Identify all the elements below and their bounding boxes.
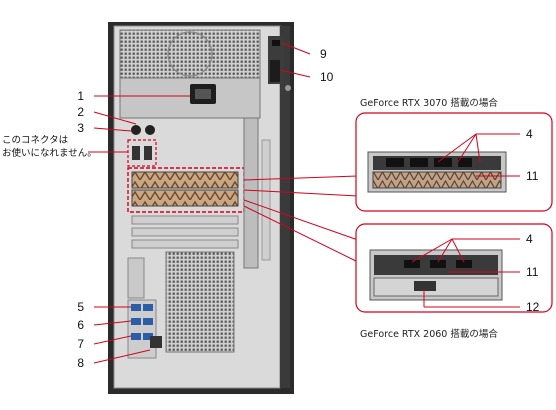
callout-7: 7 — [77, 337, 84, 351]
ac-power-inlet — [190, 84, 216, 104]
callout-10: 10 — [320, 70, 334, 84]
rtx3070-inset — [355, 112, 553, 212]
unusable-onboard-connectors — [127, 139, 157, 167]
callout-8: 8 — [77, 356, 84, 370]
security-slot-area — [268, 36, 291, 91]
callout-6: 6 — [77, 318, 84, 332]
callout-9: 9 — [320, 47, 327, 61]
leader-lines — [88, 42, 359, 364]
audio-jack-3 — [145, 125, 155, 135]
psu-fan-grille — [119, 29, 261, 79]
unusable-connector-note-line2: お使いになれません。 — [2, 147, 97, 159]
rear-fan-grille — [165, 251, 235, 353]
callout-4a: 4 — [526, 127, 533, 141]
expansion-slots — [127, 117, 271, 269]
rear-io-column — [127, 257, 162, 359]
callout-5: 5 — [77, 300, 84, 314]
rtx2060-caption: GeForce RTX 2060 搭載の場合 — [360, 328, 498, 340]
unusable-connector-note-line1: このコネクタは — [2, 135, 69, 146]
callout-12: 12 — [526, 300, 540, 314]
audio-jack-2 — [131, 125, 141, 135]
rtx3070-leaders — [437, 133, 520, 177]
psu-plate — [119, 77, 261, 119]
callout-2: 2 — [77, 105, 84, 119]
callout-11a: 11 — [526, 169, 539, 183]
rtx2060-leaders — [411, 238, 520, 308]
rtx3070-caption: GeForce RTX 3070 搭載の場合 — [360, 97, 498, 109]
rtx2060-inset — [355, 223, 553, 313]
callout-3: 3 — [77, 121, 84, 135]
callout-1: 1 — [77, 89, 84, 103]
callout-11b: 11 — [526, 265, 539, 279]
callout-4b: 4 — [526, 232, 533, 246]
